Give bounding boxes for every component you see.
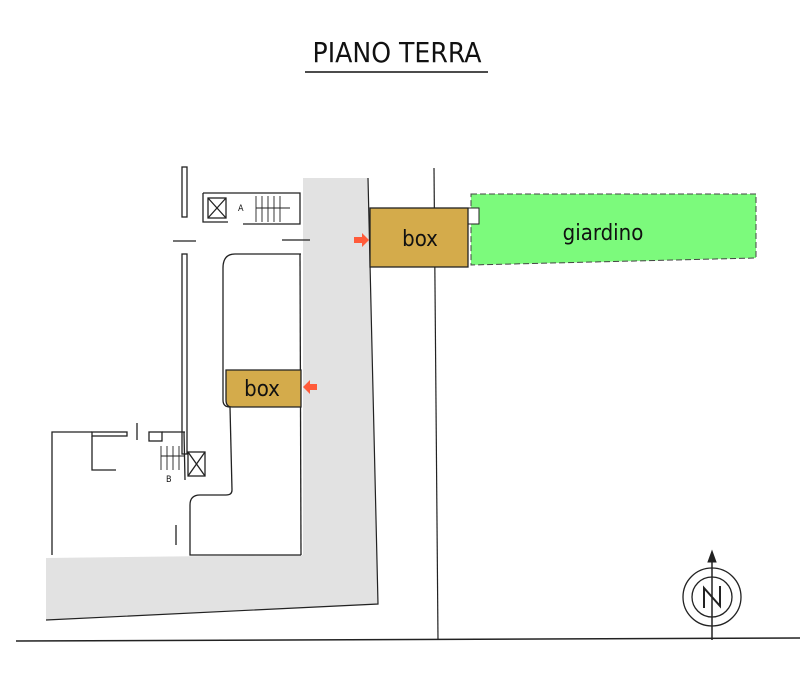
box-lower-label: box xyxy=(244,377,280,402)
building-b xyxy=(51,423,206,555)
common-area xyxy=(46,178,378,620)
box-lower xyxy=(225,369,302,408)
building-a xyxy=(173,166,310,556)
stair-b-label: B xyxy=(166,475,172,485)
site-boundary xyxy=(15,637,800,642)
north-compass-icon xyxy=(682,549,742,640)
box-upper-label: box xyxy=(402,227,438,252)
stair-a-label: A xyxy=(238,204,244,214)
garden-label: giardino xyxy=(563,221,644,246)
plan-title: PIANO TERRA xyxy=(313,36,483,69)
garden-area xyxy=(470,193,757,266)
arrow-right-icon xyxy=(354,233,369,247)
arrow-left-icon xyxy=(303,380,317,394)
box-upper xyxy=(369,207,469,268)
